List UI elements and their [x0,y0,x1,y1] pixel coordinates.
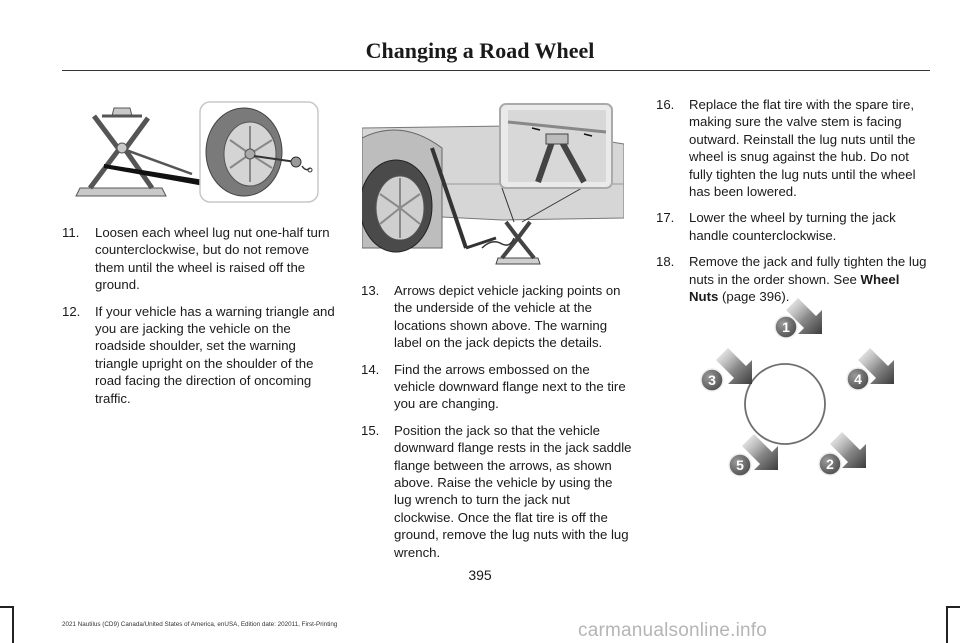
step-11: 11. Loosen each wheel lug nut one-half t… [62,224,340,294]
lug-nut-label: 5 [736,457,744,473]
step-text-after: (page 396). [718,289,790,305]
lug-nut-2: 2 [818,432,866,476]
lug-nut-5: 5 [728,434,778,477]
lug-nut-1: 1 [774,298,822,339]
step-12: 12. If your vehicle has a warning triang… [62,303,340,407]
crop-mark-right-horizontal [946,606,960,608]
page-title: Changing a Road Wheel [365,38,595,63]
step-text: Arrows depict vehicle jacking points on … [394,283,621,351]
edition-footer: 2021 Nautilus (CD9) Canada/United States… [62,621,338,628]
step-text: Position the jack so that the vehicle do… [394,422,632,560]
lug-nut-4: 4 [846,348,894,391]
crop-mark-left [12,606,14,643]
step-number: 18. [656,254,675,270]
step-17: 17. Lower the wheel by turning the jack … [656,209,932,244]
step-text: Loosen each wheel lug nut one-half turn … [95,225,330,293]
step-text: Remove the jack and fully tighten the lu… [689,253,932,305]
middle-column: 13. Arrows depict vehicle jacking points… [361,282,633,570]
step-text: Find the arrows embossed on the vehicle … [394,361,626,412]
step-number: 13. [361,283,380,298]
lug-nut-label: 3 [708,372,716,388]
step-text-before: Remove the jack and fully tighten the lu… [689,254,927,287]
step-number: 16. [656,97,675,112]
step-number: 11. [62,225,80,240]
lug-nut-sequence-diagram: 1 4 3 5 2 [700,298,894,477]
lug-nut-label: 1 [782,319,790,335]
wheel-nuts-link[interactable]: Wheel Nuts [689,271,900,305]
lug-nut-3: 3 [700,348,752,392]
step-number: 14. [361,361,380,377]
step-text: Lower the wheel by turning the jack hand… [689,210,896,243]
watermark: carmanualsonline.info [578,620,768,641]
step-16: 16. Replace the flat tire with the spare… [656,96,932,200]
vehicle-jacking-point-illustration [362,103,624,265]
left-column: 11. Loosen each wheel lug nut one-half t… [62,224,340,416]
step-number: 17. [656,210,675,226]
wheel-hub-circle [744,363,826,445]
crop-mark-right [946,606,948,643]
step-18: 18. Remove the jack and fully tighten th… [656,253,932,305]
crop-mark-left-horizontal [0,606,13,608]
step-13: 13. Arrows depict vehicle jacking points… [361,282,633,352]
lug-nut-label: 4 [854,371,862,387]
jack-and-wheel-illustration [75,101,319,203]
right-column: 16. Replace the flat tire with the spare… [656,96,932,314]
step-number: 12. [62,303,81,319]
lug-nut-label: 2 [826,456,834,472]
title-divider [62,70,930,71]
step-number: 15. [361,422,380,438]
step-text: If your vehicle has a warning triangle a… [95,303,335,406]
step-15: 15. Position the jack so that the vehicl… [361,422,633,561]
page-number: 395 [468,567,492,583]
step-14: 14. Find the arrows embossed on the vehi… [361,361,633,413]
step-text: Replace the flat tire with the spare tir… [689,97,916,200]
